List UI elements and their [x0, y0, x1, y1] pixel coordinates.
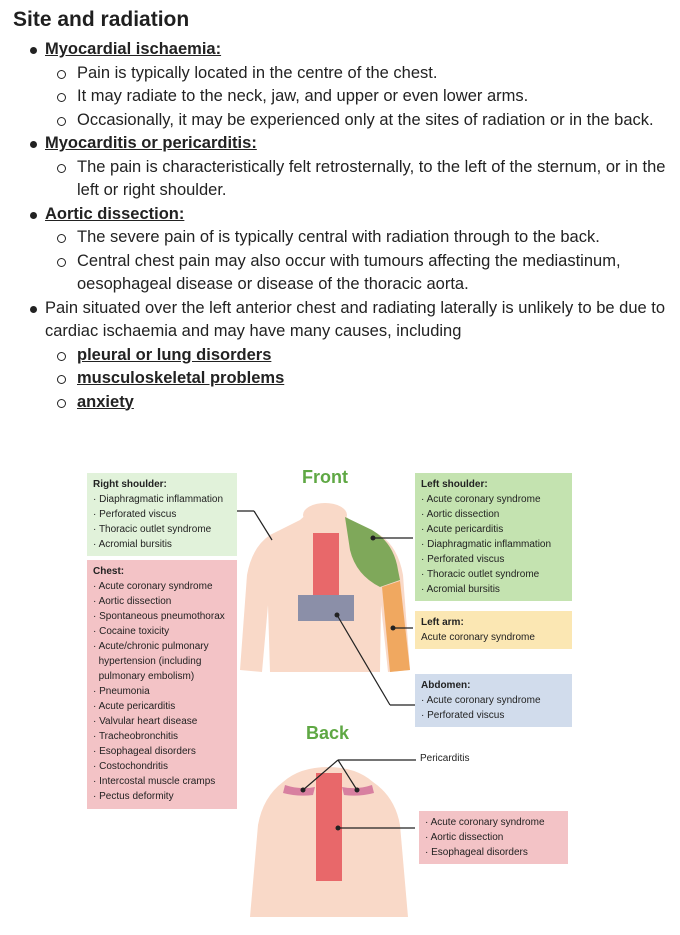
box-item: · Aortic dissection [425, 832, 504, 843]
list-item-link: pleural or lung disorders [45, 344, 672, 368]
list-item: Occasionally, it may be experienced only… [45, 109, 672, 133]
box-item: · Intercostal muscle cramps [93, 776, 216, 787]
paragraph-text: Pain situated over the left anterior che… [45, 298, 666, 341]
section-heading: Myocardial ischaemia: [45, 40, 222, 58]
musculoskeletal-link[interactable]: musculoskeletal problems [77, 369, 285, 387]
section-myocardial-ischaemia: Myocardial ischaemia: Pain is typically … [0, 38, 672, 132]
section-left-anterior-chest: Pain situated over the left anterior che… [0, 297, 672, 415]
box-item: · Perforated viscus [93, 509, 177, 520]
abdomen-box: Abdomen: · Acute coronary syndrome · Per… [415, 674, 572, 727]
box-item: · Perforated viscus [421, 554, 505, 565]
leader-line [302, 759, 339, 791]
box-item: · Acute coronary syndrome [93, 581, 213, 592]
box-item: · Esophageal disorders [93, 746, 196, 757]
leader-dot [335, 825, 341, 831]
box-heading: Right shoulder: [93, 479, 167, 490]
section-heading: Myocarditis or pericarditis: [45, 134, 257, 152]
chest-box: Chest: · Acute coronary syndrome · Aorti… [87, 560, 237, 809]
box-item: · Acute coronary syndrome [425, 817, 545, 828]
right-shoulder-box: Right shoulder: · Diaphragmatic inflamma… [87, 473, 237, 556]
list-item: The pain is characteristically felt retr… [45, 156, 672, 203]
box-heading: Chest: [93, 566, 125, 577]
main-list: Myocardial ischaemia: Pain is typically … [0, 38, 672, 414]
pleural-link[interactable]: pleural or lung disorders [77, 345, 272, 364]
list-item: Central chest pain may also occur with t… [45, 250, 672, 297]
box-item: · Thoracic outlet syndrome [93, 524, 212, 535]
leader-dot [300, 787, 306, 793]
leader-dot [390, 625, 396, 631]
abdomen-region [298, 595, 354, 621]
left-arm-box: Left arm: Acute coronary syndrome [415, 611, 572, 649]
box-item: · Acute pericarditis [93, 701, 176, 712]
back-label: Back [306, 723, 350, 743]
box-item: hypertension (including [98, 656, 202, 667]
box-item: · Cocaine toxicity [93, 626, 170, 637]
leader-line [337, 759, 358, 791]
pain-radiation-figure: Front Back Pericarditis Right shoulder: … [0, 455, 680, 935]
box-item: pulmonary embolism) [98, 671, 195, 682]
box-item: · Acute/chronic pulmonary [93, 641, 209, 652]
back-shoulder-right [283, 785, 315, 796]
box-item: · Thoracic outlet syndrome [421, 569, 540, 580]
box-item: · Pneumonia [93, 686, 150, 697]
section-heading: Aortic dissection: [45, 204, 185, 223]
box-item: Acute coronary syndrome [421, 632, 535, 643]
box-heading: Left arm: [421, 617, 464, 628]
leader-dot [334, 612, 340, 618]
box-item: · Costochondritis [93, 761, 169, 772]
box-item: · Perforated viscus [421, 710, 505, 721]
left-shoulder-region [345, 517, 400, 587]
page-title: Site and radiation [13, 8, 190, 31]
box-item: · Valvular heart disease [93, 716, 198, 727]
box-item: · Acute coronary syndrome [421, 695, 541, 706]
pericarditis-label: Pericarditis [420, 753, 470, 764]
section-aortic-dissection: Aortic dissection: The severe pain of is… [0, 203, 672, 297]
box-item: · Acromial bursitis [93, 539, 172, 550]
leader-line [253, 510, 273, 541]
list-item: The severe pain of is typically central … [45, 226, 672, 250]
box-item: · Diaphragmatic inflammation [93, 494, 224, 505]
box-heading: Left shoulder: [421, 479, 488, 490]
leader-dot [370, 535, 376, 541]
chest-region [313, 533, 339, 595]
box-item: · Diaphragmatic inflammation [421, 539, 552, 550]
front-neck [303, 503, 347, 527]
box-item: · Acute pericarditis [421, 524, 504, 535]
left-arm-region [382, 581, 410, 672]
box-item: · Aortic dissection [93, 596, 172, 607]
box-item: · Pectus deformity [93, 791, 174, 802]
list-item: Pain is typically located in the centre … [45, 62, 672, 86]
box-item: · Aortic dissection [421, 509, 500, 520]
leader-line [336, 614, 391, 706]
section-myocarditis-pericarditis: Myocarditis or pericarditis: The pain is… [0, 132, 672, 203]
box-item: · Spontaneous pneumothorax [93, 611, 225, 622]
left-shoulder-box: Left shoulder: · Acute coronary syndrome… [415, 473, 572, 601]
list-item: It may radiate to the neck, jaw, and upp… [45, 85, 672, 109]
list-item-link: anxiety [45, 391, 672, 415]
back-box: · Acute coronary syndrome · Aortic disse… [419, 811, 568, 864]
box-item: · Acromial bursitis [421, 584, 500, 595]
box-heading: Abdomen: [421, 680, 471, 691]
list-item-link: musculoskeletal problems [45, 367, 672, 391]
box-item: · Acute coronary syndrome [421, 494, 541, 505]
leader-dot [354, 787, 360, 793]
body-diagram [237, 503, 416, 917]
anxiety-link[interactable]: anxiety [77, 392, 134, 411]
box-item: · Esophageal disorders [425, 847, 528, 858]
front-label: Front [302, 467, 348, 487]
box-item: · Tracheobronchitis [93, 731, 179, 742]
